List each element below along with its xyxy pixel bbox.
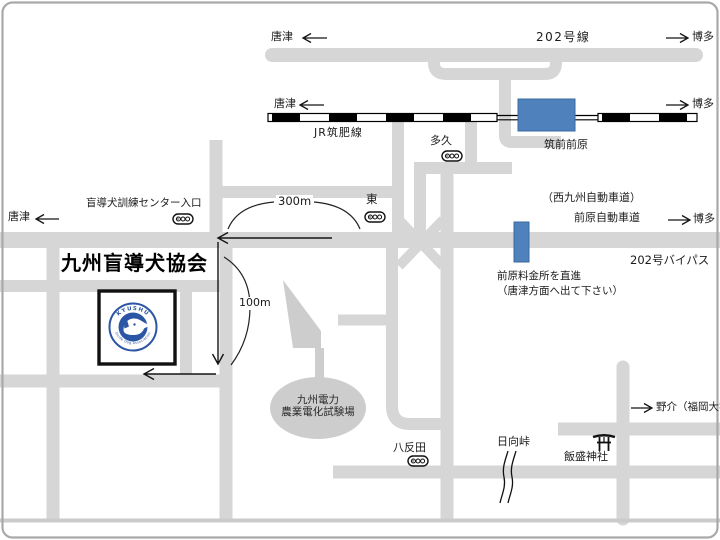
label-karatsu-rail: 唐津 [274,97,296,110]
label-hakata-expwy: 博多 [693,212,715,225]
arrow-karatsu-rail [298,99,324,111]
label-distance-300m: 300m [276,194,314,209]
label-chikuzen-maebaru: 筑前前原 [544,138,588,151]
label-route202: 202号線 [536,30,591,44]
kyuden-ellipse [270,377,366,439]
arrow-hakata-202 [666,32,690,44]
svg-text:KYUSHU: KYUSHU [116,306,150,318]
label-kyuden: 九州電力 農業電化試験場 [258,394,378,418]
label-hakata-202: 博多 [692,30,714,43]
label-toll-note-2: （唐津方面へ出て下さい） [497,285,623,297]
bus-stop-icon-higashi [364,211,386,223]
label-karatsu-202: 唐津 [271,30,293,43]
label-taku: 多久 [430,134,452,147]
label-jr-chikuhi-line: JR筑肥線 [314,126,363,139]
label-maebaru-expwy: 前原自動車道 [574,211,640,224]
road-network [0,48,720,526]
label-kyuden-line2: 農業電化試験場 [281,406,355,419]
torii-icon [592,434,616,451]
label-center-entrance: 盲導犬訓練センター入口 [86,197,202,209]
road-station-access [499,74,561,148]
bus-stop-icon-taku [441,150,463,162]
route-arrows [142,231,332,381]
label-iimori-shrine: 飯盛神社 [564,450,608,463]
arc-300m-right [313,201,361,230]
arrow-karatsu-main [34,213,59,225]
kyuden-area [270,280,366,439]
label-higashi: 東 [366,192,378,206]
label-hinata-pass: 日向峠 [497,435,530,448]
road-east-lower [386,234,447,430]
arrow-hakata-rail [666,99,690,111]
railway-jr-chikuhi [267,112,698,123]
station-box-chikuzen-maebaru [517,98,576,132]
bus-stop-icon-center-entrance [172,213,194,225]
logo-text-top: KYUSHU [116,306,149,318]
label-kyuden-line1: 九州電力 [297,394,339,406]
label-distance-100m: 100m [237,296,273,310]
label-karatsu-main: 唐津 [8,210,30,223]
mountain-pass-marks [499,450,517,504]
route-arrow-south-100m [211,242,225,366]
association-logo: KYUSHU Guide Dog Association [108,302,158,352]
direction-arrows [34,32,692,414]
pointer-wedge [283,280,321,348]
road-station-ramp-loop [428,50,562,80]
label-bypass202: 202号バイパス [630,253,710,267]
logo-dog-ear [124,320,129,329]
label-toll-note-1: 前原料金所を直進 [497,270,581,282]
route-arrow-west [216,231,332,245]
label-hattanda: 八反田 [393,441,426,454]
label-nishi-kyushu-expwy: （西九州自動車道） [542,191,641,204]
label-noke: 野介（福岡大学） [656,401,720,413]
toll-gate-box [513,221,530,263]
pointer-stub [315,348,324,381]
logo-dog-eye [133,323,136,326]
bus-stop-icon-hattanda [407,455,429,467]
label-hakata-rail: 博多 [692,97,714,110]
arrow-karatsu-202 [301,32,327,44]
logo-dog-head [123,318,150,335]
arrow-hakata-expwy [668,214,692,226]
page-title: 九州盲導犬協会 [61,251,208,275]
arrow-noke [631,402,654,414]
arc-300m-left [227,201,275,230]
route-arrow-entry [142,367,216,381]
